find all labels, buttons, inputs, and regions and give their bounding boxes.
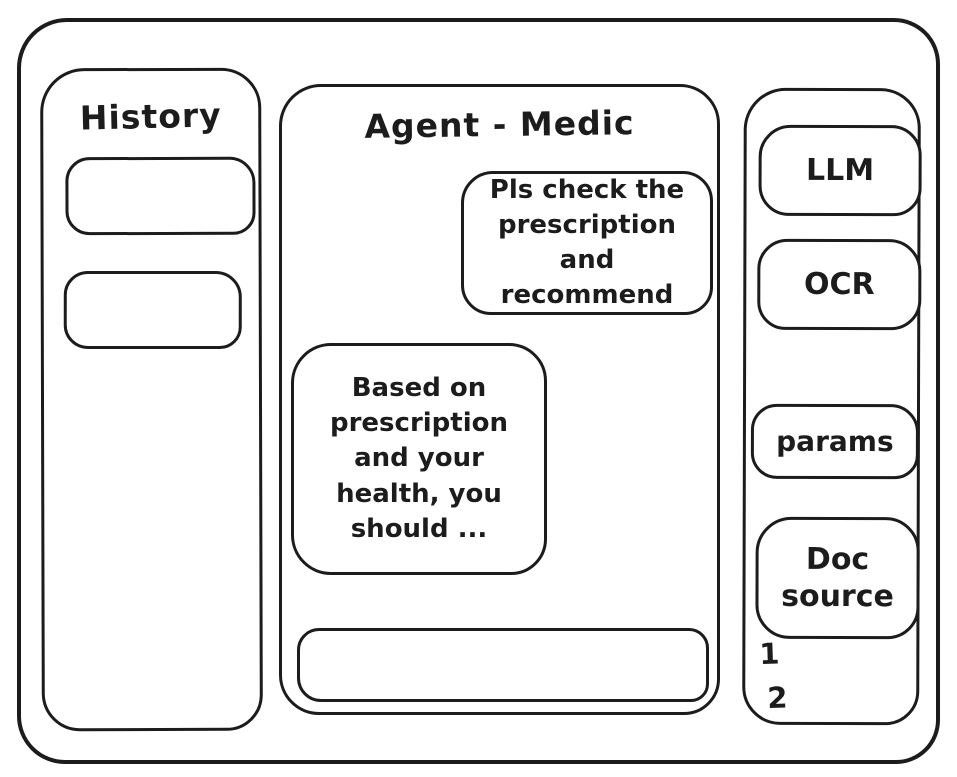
user-message-bubble: Pls check the prescription and recommend <box>461 171 713 315</box>
params-button[interactable]: params <box>750 403 920 480</box>
tools-panel: LLM OCR params Doc source 1 2 <box>742 87 922 726</box>
history-item[interactable] <box>65 156 256 236</box>
doc-source-item-2[interactable]: 2 <box>766 680 788 716</box>
doc-source-button[interactable]: Doc source <box>755 516 920 640</box>
doc-source-item-1[interactable]: 1 <box>758 636 781 672</box>
llm-button[interactable]: LLM <box>758 124 922 217</box>
app-window-frame: History Agent - Medic Pls check the pres… <box>17 18 940 764</box>
history-title: History <box>79 95 223 138</box>
assistant-message-bubble: Based on prescription and your health, y… <box>291 343 547 575</box>
history-item[interactable] <box>63 270 242 350</box>
history-sidebar: History <box>40 67 263 732</box>
chat-title: Agent - Medic <box>364 103 635 146</box>
ocr-button[interactable]: OCR <box>757 238 922 331</box>
message-input[interactable] <box>297 628 709 702</box>
user-message-text: Pls check the prescription and recommend <box>489 174 685 311</box>
assistant-message-text: Based on prescription and your health, y… <box>329 373 508 544</box>
chat-panel: Agent - Medic Pls check the prescription… <box>279 84 720 715</box>
